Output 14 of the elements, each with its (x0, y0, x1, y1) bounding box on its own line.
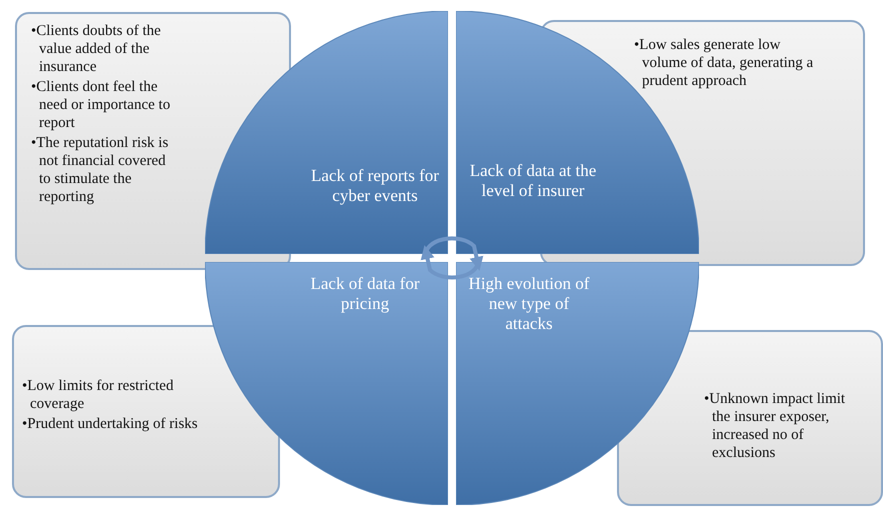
bullet-text: •Clients doubts of the value added of the insurance (31, 22, 162, 76)
bullet-text: •Low sales generate low volume of data, generating a prudent approach (634, 36, 814, 90)
bullet-text: •Low limits for restricted coverage (22, 377, 174, 413)
bullet-text: •The reputationl risk is not financial covered to stimulate the reporting (31, 134, 170, 206)
segment-label: Lack of reports for cyber events (310, 166, 440, 206)
bullet-text: •Clients dont feel the need or importance to report (31, 78, 172, 132)
note-box (12, 325, 280, 498)
segment-label: Lack of data for pricing (309, 274, 421, 314)
cycle-arrow (420, 245, 480, 280)
cycle-arrow (424, 236, 484, 271)
bullet-text: •Unknown impact limit the insurer exposer, increased no of exclusions (704, 390, 846, 462)
segment-label: Lack of data at the level of insurer (468, 161, 598, 201)
segment-label: High evolution of new type of attacks (468, 274, 590, 334)
bullet-text: •Prudent undertaking of risks (22, 415, 199, 433)
